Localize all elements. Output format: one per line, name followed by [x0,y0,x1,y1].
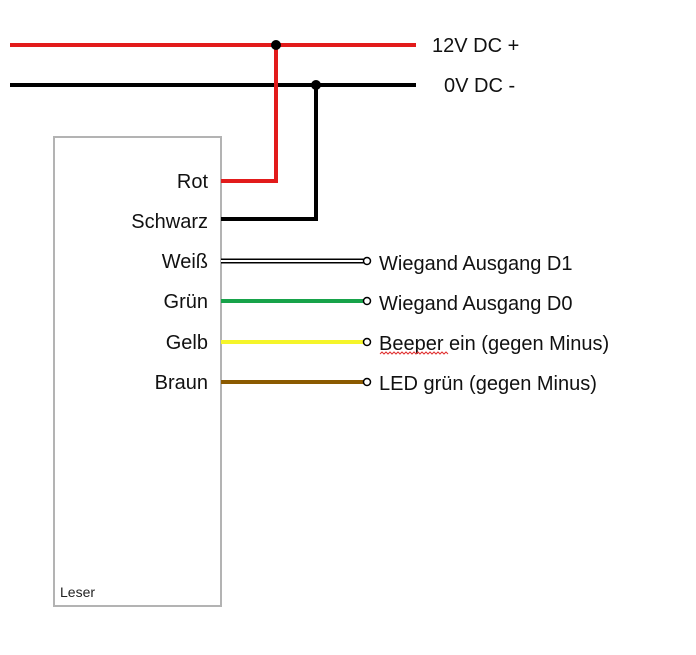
wire-label-rot: Rot [177,171,209,193]
terminal-beeper [362,337,372,347]
output-label-d1: Wiegand Ausgang D1 [379,253,572,275]
reader-label: Leser [60,584,95,600]
reader-box [53,136,222,607]
wire-label-weiss: Weiß [162,251,208,273]
output-label-d0: Wiegand Ausgang D0 [379,293,572,315]
wire-label-braun: Braun [155,372,208,394]
wire-label-schwarz: Schwarz [131,211,208,233]
junction-positive [271,40,281,50]
wire-label-gelb: Gelb [166,332,208,354]
wire-rot [221,45,278,183]
junction-negative [311,80,321,90]
spellcheck-squiggle [379,351,449,355]
positive-rail-label: 12V DC + [432,35,519,57]
wire-schwarz [221,85,318,221]
terminal-d1 [362,256,372,266]
terminal-d0 [362,296,372,306]
wire-label-gruen: Grün [164,291,208,313]
terminal-led [362,377,372,387]
output-label-led: LED grün (gegen Minus) [379,373,597,395]
negative-rail-label: 0V DC - [444,75,515,97]
output-label-beeper: Beeper ein (gegen Minus) [379,333,609,355]
